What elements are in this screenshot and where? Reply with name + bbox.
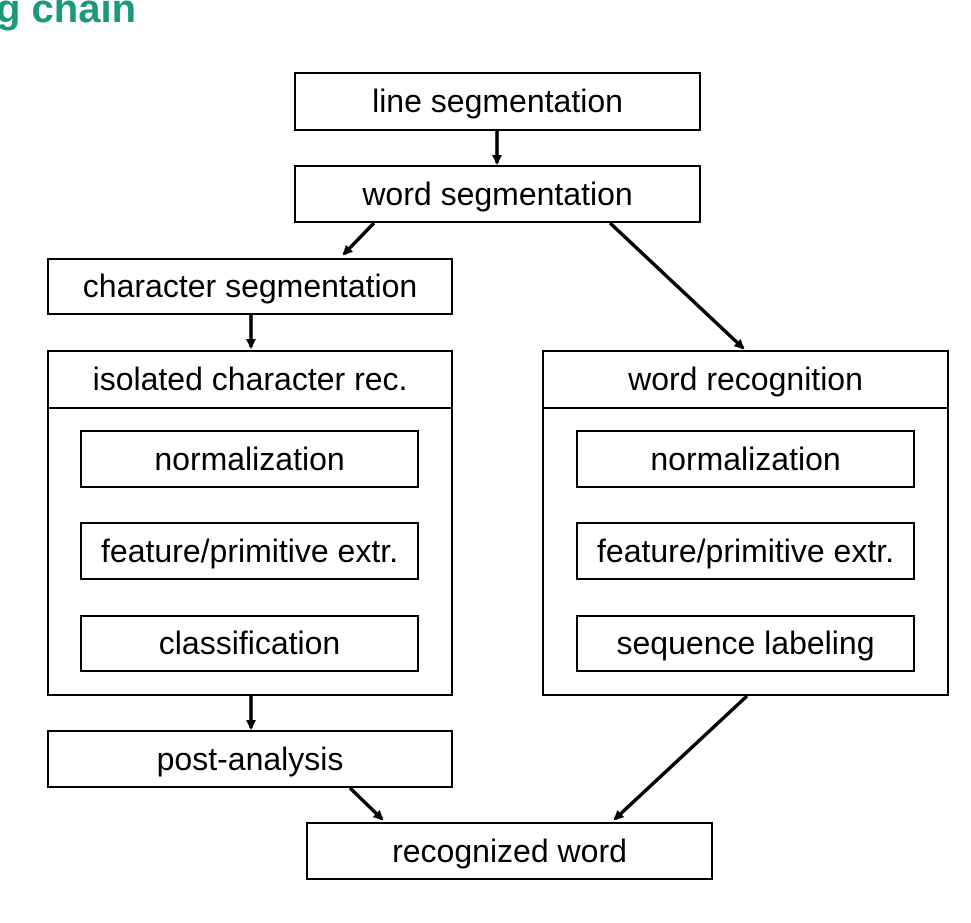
- iso-classification-label: classification: [158, 625, 341, 661]
- line-segmentation-box: line segmentation: [294, 72, 701, 131]
- wr-sequence-labeling-label: sequence labeling: [616, 625, 875, 661]
- wr-feature-extraction-box: feature/primitive extr.: [576, 522, 915, 580]
- post-analysis-label: post-analysis: [156, 740, 344, 777]
- recognized-word-box: recognized word: [306, 822, 713, 880]
- isolated-character-rec-heading: isolated character rec.: [49, 352, 451, 409]
- wr-sequence-labeling-box: sequence labeling: [576, 615, 915, 672]
- word-recognition-heading: word recognition: [544, 352, 947, 409]
- word-segmentation-label: word segmentation: [362, 175, 633, 212]
- iso-feature-extraction-label: feature/primitive extr.: [101, 532, 398, 569]
- recognized-word-label: recognized word: [392, 832, 627, 869]
- arrow-post-analysis-to-recognized: [348, 786, 384, 821]
- iso-normalization-label: normalization: [154, 440, 345, 477]
- iso-classification-box: classification: [80, 615, 419, 672]
- arrow-word-to-word-recognition: [608, 221, 745, 350]
- page-title: g chain: [0, 0, 137, 31]
- wr-normalization-box: normalization: [576, 430, 915, 488]
- arrow-word-recognition-to-recognized: [613, 694, 749, 821]
- post-analysis-box: post-analysis: [47, 730, 453, 788]
- arrow-word-to-character: [342, 221, 376, 256]
- character-segmentation-label: character segmentation: [82, 268, 418, 304]
- iso-normalization-box: normalization: [80, 430, 419, 488]
- wr-feature-extraction-label: feature/primitive extr.: [597, 532, 894, 569]
- wr-normalization-label: normalization: [650, 440, 841, 477]
- character-segmentation-box: character segmentation: [47, 258, 453, 315]
- line-segmentation-label: line segmentation: [372, 83, 623, 119]
- iso-feature-extraction-box: feature/primitive extr.: [80, 522, 419, 580]
- word-segmentation-box: word segmentation: [294, 165, 701, 223]
